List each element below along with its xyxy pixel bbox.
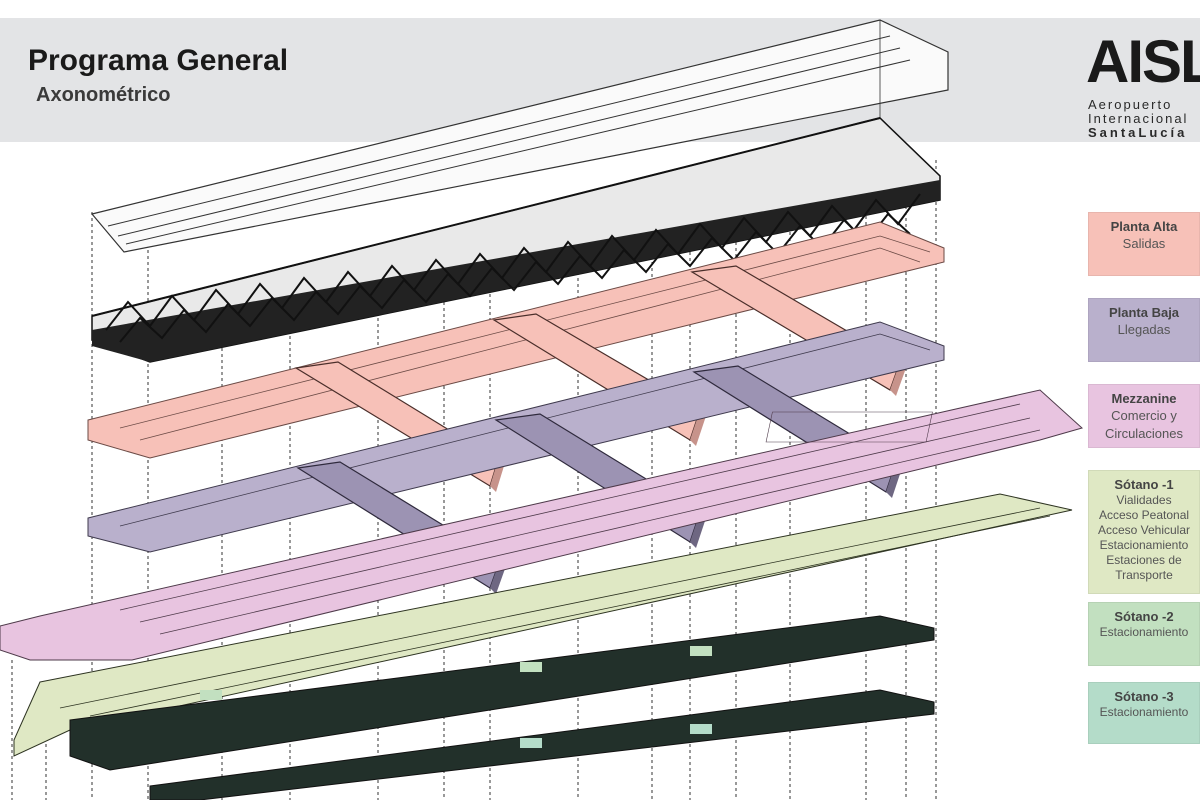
legend-mezzanine: Mezzanine Comercio y Circulaciones [1088,384,1200,448]
airport-logo: AISL Aeropuerto Internacional SantaLucía [1086,32,1200,142]
legend-title: Sótano -1 [1114,477,1174,492]
legend-sotano-1: Sótano -1 Vialidades Acceso Peatonal Acc… [1088,470,1200,594]
legend-title: Sótano -3 [1114,689,1174,704]
logo-mark: AISL [1086,32,1200,95]
logo-line-2: Internacional [1088,111,1189,126]
logo-line-3: SantaLucía [1088,125,1188,140]
legend-line: Llegadas [1117,322,1171,337]
mezzanine-layer [0,389,1084,661]
sotano-1-layer [13,493,1073,757]
legend-sotano-3: Sótano -3 Estacionamiento [1088,682,1200,744]
roof-layer [90,19,949,253]
legend-line: Comercio y [1111,408,1177,423]
legend-planta-alta: Planta Alta Salidas [1088,212,1200,276]
logo-line-1: Aeropuerto [1088,97,1173,112]
page-subtitle: Axonométrico [36,84,171,106]
page-title: Programa General [28,44,289,77]
legend-line: Estaciones de [1106,553,1182,567]
legend-title: Sótano -2 [1114,609,1174,624]
legend-line: Salidas [1122,236,1166,251]
legend-line: Estacionamiento [1099,705,1189,719]
sotano-2-layer [69,615,935,771]
legend-line: Acceso Vehicular [1097,523,1191,537]
axonometric-drawing [0,19,1084,800]
legend-line: Estacionamiento [1099,538,1189,552]
legend-line: Transporte [1115,568,1173,582]
legend-sotano-2: Sótano -2 Estacionamiento [1088,602,1200,666]
sotano-3-layer [149,689,935,800]
legend-line: Vialidades [1116,493,1172,507]
legend-title: Planta Baja [1108,305,1180,320]
legend-line: Estacionamiento [1099,625,1189,639]
legend-planta-baja: Planta Baja Llegadas [1088,298,1200,362]
legend-line: Circulaciones [1104,426,1184,441]
legend-line: Acceso Peatonal [1098,508,1190,522]
legend-title: Planta Alta [1110,219,1178,234]
legend-title: Mezzanine [1111,391,1177,406]
